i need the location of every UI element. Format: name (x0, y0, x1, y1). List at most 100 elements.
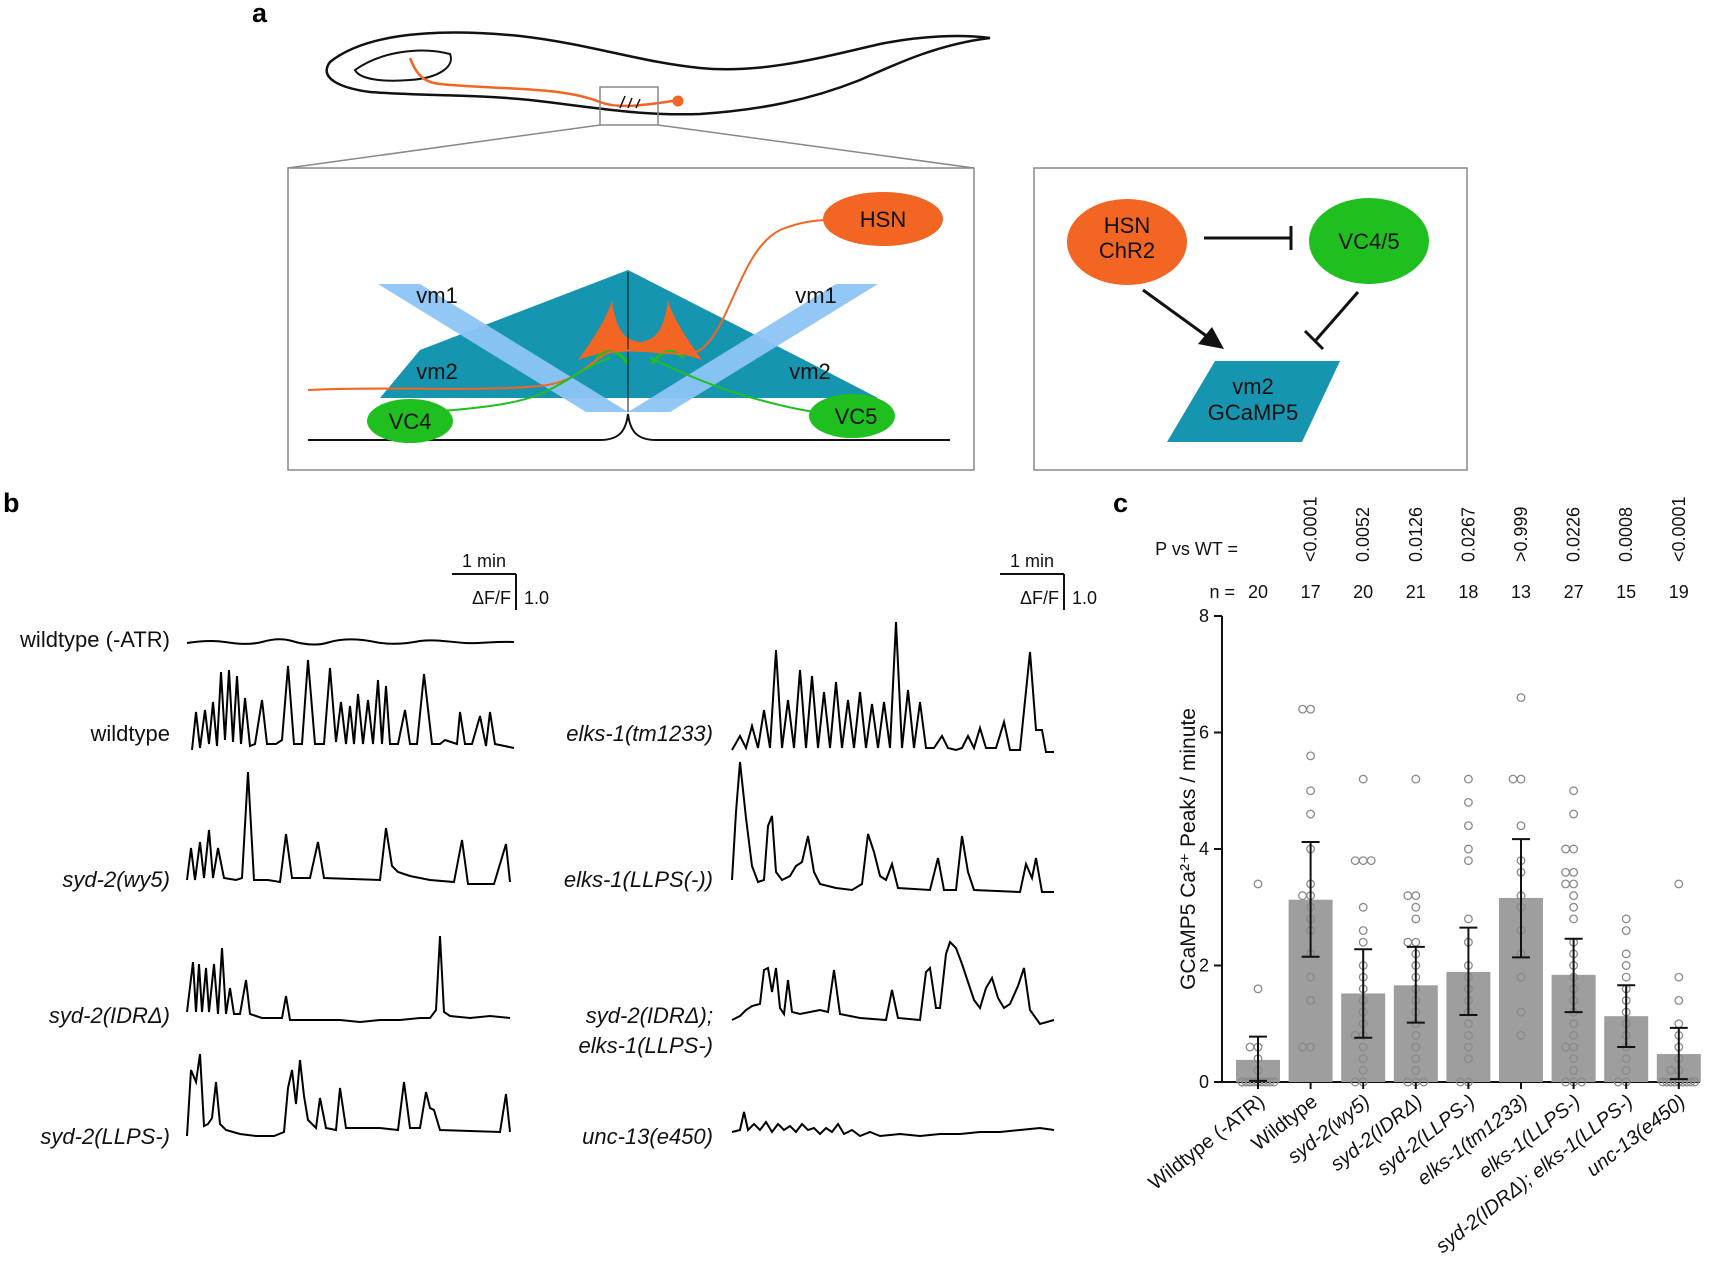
n-value: 20 (1353, 582, 1373, 602)
data-point (1674, 996, 1684, 1005)
data-point (1463, 856, 1473, 866)
data-point (1463, 1030, 1473, 1040)
data-point (1358, 902, 1368, 912)
vm2-left-label: vm2 (416, 359, 458, 384)
circuit-vm2-line2: GCaMP5 (1208, 400, 1298, 425)
p-value: <0.0001 (1301, 496, 1321, 562)
scale-bar-left: 1 min ΔF/F 1.0 (452, 551, 549, 610)
data-point (1411, 891, 1421, 901)
data-point (1516, 1007, 1526, 1017)
data-point (1463, 1054, 1473, 1064)
data-point (1666, 1065, 1676, 1075)
trace-label-double-line1: syd-2(IDRΔ); (586, 1003, 713, 1028)
data-point (1245, 1042, 1255, 1052)
trace-label-elks1-llps: elks-1(LLPS(-)) (564, 867, 713, 892)
trace-label-wt: wildtype (90, 721, 170, 746)
data-point (1350, 1077, 1360, 1087)
vc4-label: VC4 (389, 409, 432, 434)
data-point (1350, 1030, 1360, 1040)
vm1-right-shape (628, 284, 878, 412)
data-point (1569, 786, 1579, 796)
zoom-line-left (287, 124, 601, 169)
data-point (1463, 774, 1473, 784)
data-point (1508, 774, 1518, 784)
vm1-right-label: vm1 (795, 283, 837, 308)
data-point (1298, 891, 1308, 901)
p-value: 0.0267 (1458, 507, 1478, 562)
panel-c-letter: c (1113, 488, 1128, 518)
trace-label-unc13: unc-13(e450) (582, 1124, 713, 1149)
data-point (1662, 1077, 1672, 1087)
hsn-axon-inset (307, 219, 831, 391)
trace-label-double-line2: elks-1(LLPS-) (579, 1033, 713, 1058)
data-point (1350, 856, 1360, 866)
data-point (1366, 856, 1376, 866)
circuit-diagram: HSN ChR2 VC4/5 vm2 GCaMP5 (1033, 167, 1468, 471)
data-point (1613, 1077, 1623, 1087)
trace-syd2-wy5 (186, 771, 511, 885)
data-point (1411, 774, 1421, 784)
scale-signal-left: ΔF/F (472, 588, 511, 608)
data-point (1265, 1077, 1275, 1087)
data-point (1463, 844, 1473, 854)
data-point (1577, 1077, 1587, 1087)
data-point (1358, 926, 1368, 935)
data-point (1306, 751, 1316, 761)
trace-elks1-tm1233 (731, 621, 1054, 753)
data-point (1463, 1042, 1473, 1052)
panel-b-letter: b (3, 488, 20, 518)
y-tick-label: 6 (1199, 723, 1209, 743)
scale-time-left: 1 min (462, 551, 506, 571)
trace-wt-atr (186, 638, 515, 646)
x-tick-labels: Wildtype (-ATR)Wildtypesyd-2(wy5)syd-2(I… (1145, 1082, 1690, 1258)
circuit-hsn-line1: HSN (1104, 213, 1150, 238)
data-point (1463, 914, 1473, 924)
data-point (1306, 809, 1316, 819)
trace-unc13 (731, 1111, 1055, 1138)
data-point (1298, 1042, 1308, 1052)
hsn-cell (823, 192, 943, 246)
scale-bar-right: 1 min ΔF/F 1.0 (1000, 551, 1097, 610)
trace-elks1-llps (731, 761, 1054, 894)
trace-label-syd2-wy5: syd-2(wy5) (62, 867, 170, 892)
p-value: 0.0052 (1353, 507, 1373, 562)
data-point (1463, 797, 1473, 807)
y-tick-label: 2 (1199, 956, 1209, 976)
data-point (1621, 914, 1631, 924)
data-point (1306, 786, 1316, 796)
n-value: 21 (1406, 582, 1426, 602)
data-point (1358, 1042, 1368, 1052)
data-point (1658, 1077, 1668, 1087)
data-point (1261, 1077, 1271, 1087)
p-value: >0.999 (1511, 506, 1531, 562)
data-point (1403, 1077, 1413, 1087)
data-point (1621, 949, 1631, 959)
data-point (1241, 1077, 1251, 1087)
data-point (1621, 961, 1631, 970)
data-point (1463, 821, 1473, 831)
data-point (1253, 984, 1263, 994)
data-point (1516, 693, 1526, 702)
vc5-cell (809, 394, 895, 438)
data-point (1411, 1030, 1421, 1040)
trace-syd2-llps (186, 1053, 511, 1137)
data-point (1358, 856, 1368, 866)
data-point (1306, 996, 1316, 1005)
data-point (1237, 1077, 1247, 1087)
data-point (1306, 972, 1316, 982)
vm2-right-label: vm2 (789, 359, 831, 384)
worm-diagram (287, 31, 991, 169)
n-value: 20 (1248, 582, 1268, 602)
data-point (1411, 1042, 1421, 1052)
scale-value-right: 1.0 (1072, 588, 1097, 608)
data-point (1674, 1019, 1684, 1029)
excite-arrow-head (1198, 327, 1224, 349)
data-point (1403, 891, 1413, 901)
data-point (1569, 1019, 1579, 1029)
data-point (1561, 844, 1571, 854)
zoom-line-right (657, 124, 975, 169)
worm-pharynx (353, 49, 452, 82)
trace-label-syd2-llps: syd-2(LLPS-) (40, 1124, 170, 1149)
data-point (1358, 1065, 1368, 1075)
